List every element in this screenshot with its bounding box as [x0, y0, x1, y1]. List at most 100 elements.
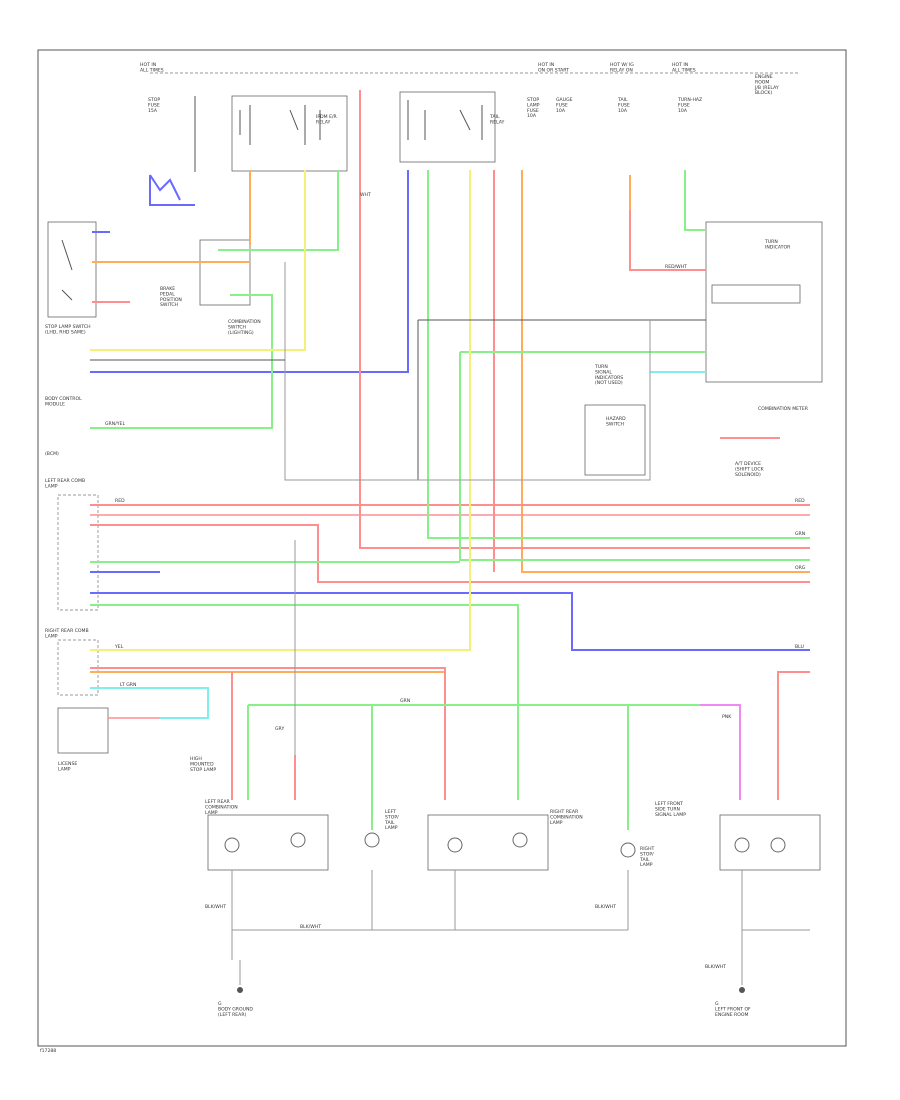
- stop-switch-contacts: [61, 239, 73, 301]
- wire-label-red-1: RED: [115, 498, 125, 504]
- wire-label-bw-2: BLK/WHT: [300, 924, 321, 930]
- wire-blue-lower: [90, 571, 810, 651]
- ground-left-icon: [237, 987, 243, 993]
- wire-blue-zig: [149, 174, 181, 201]
- wire-green-lower: [90, 604, 519, 800]
- wire-red-main: [359, 90, 810, 549]
- wire-orange-top: [92, 170, 251, 263]
- hazard-switch-box: [584, 404, 646, 476]
- wire-label-lgn-1: LT GRN: [120, 682, 136, 688]
- ground-bus-left: [231, 870, 629, 985]
- ground-bus-right: [741, 870, 810, 985]
- diagram-frame: [37, 49, 847, 1047]
- label-stop-switch: STOP LAMP SWITCH(LHD, RHD SAME): [45, 324, 91, 335]
- relay-left-box: [231, 95, 348, 172]
- wire-label-gry-1: GRY: [275, 726, 284, 732]
- bcm-right-box: [705, 221, 823, 383]
- wire-green-long: [427, 170, 810, 539]
- wire-label-gn-y: GRN/YEL: [105, 421, 125, 427]
- wire-label-blu-1: BLU: [795, 644, 804, 650]
- left-rear-combo-connector: [57, 494, 99, 611]
- bulb-right-tail-icon: [620, 842, 636, 858]
- relay-mid-box: [399, 91, 496, 163]
- wire-green-right-top: [684, 170, 706, 231]
- ground-right-icon: [739, 987, 745, 993]
- stop-switch-box: [47, 221, 97, 318]
- lamp-right-turn-box: [427, 814, 549, 871]
- license-lamp-box: [57, 707, 109, 754]
- relay-left-lines: [194, 96, 321, 172]
- wire-red-right-top: [629, 210, 706, 271]
- wire-red-lower: [90, 667, 446, 800]
- wire-label-bw-4: BLK/WHT: [705, 964, 726, 970]
- wire-label-bw-3: BLK/WHT: [595, 904, 616, 910]
- wire-black-meter: [417, 319, 706, 480]
- figure-code: f17288: [40, 1048, 56, 1054]
- bulb-left-stop-icon: [290, 832, 306, 848]
- wire-label-pnk-1: PNK: [722, 714, 732, 720]
- wire-green-bcm: [90, 294, 273, 429]
- bulb-left-tail-icon: [364, 832, 380, 848]
- wire-label-yel-1: YEL: [114, 644, 124, 650]
- lamp-far-right-box: [719, 814, 821, 871]
- bulb-right-stop-icon: [512, 832, 528, 848]
- wire-orange-right: [521, 170, 810, 573]
- bulb-far-right-a-icon: [734, 837, 750, 853]
- wire-yellow-long: [90, 170, 471, 651]
- relay-mid-lines: [407, 100, 483, 140]
- stop-switch-group: STOP LAMP SWITCH(LHD, RHD SAME): [45, 221, 97, 335]
- label-combination-meter: COMBINATION METER: [758, 406, 809, 412]
- bulb-far-right-b-icon: [770, 837, 786, 853]
- wire-green-combo: [218, 170, 339, 251]
- wire-cyan: [90, 687, 209, 719]
- wire-red-bus-2: [90, 524, 810, 583]
- wire-blue-top: [149, 175, 195, 206]
- bulb-left-turn-icon: [224, 837, 240, 853]
- lamp-left-turn-box: [207, 814, 329, 871]
- wire-yellow-left: [90, 170, 306, 351]
- meter-sub-box: [711, 284, 801, 304]
- wire-blue-long: [90, 170, 409, 373]
- wire-label-grn-2: GRN: [400, 698, 410, 704]
- bulb-right-turn-icon: [447, 837, 463, 853]
- wire-red-far-right: [777, 671, 810, 800]
- wire-label-wht-1: WHT: [360, 192, 371, 198]
- brake-switch-box: [199, 239, 251, 306]
- wire-label-rd-w: RED/WHT: [665, 264, 687, 270]
- wire-label-bw-1: BLK/WHT: [205, 904, 226, 910]
